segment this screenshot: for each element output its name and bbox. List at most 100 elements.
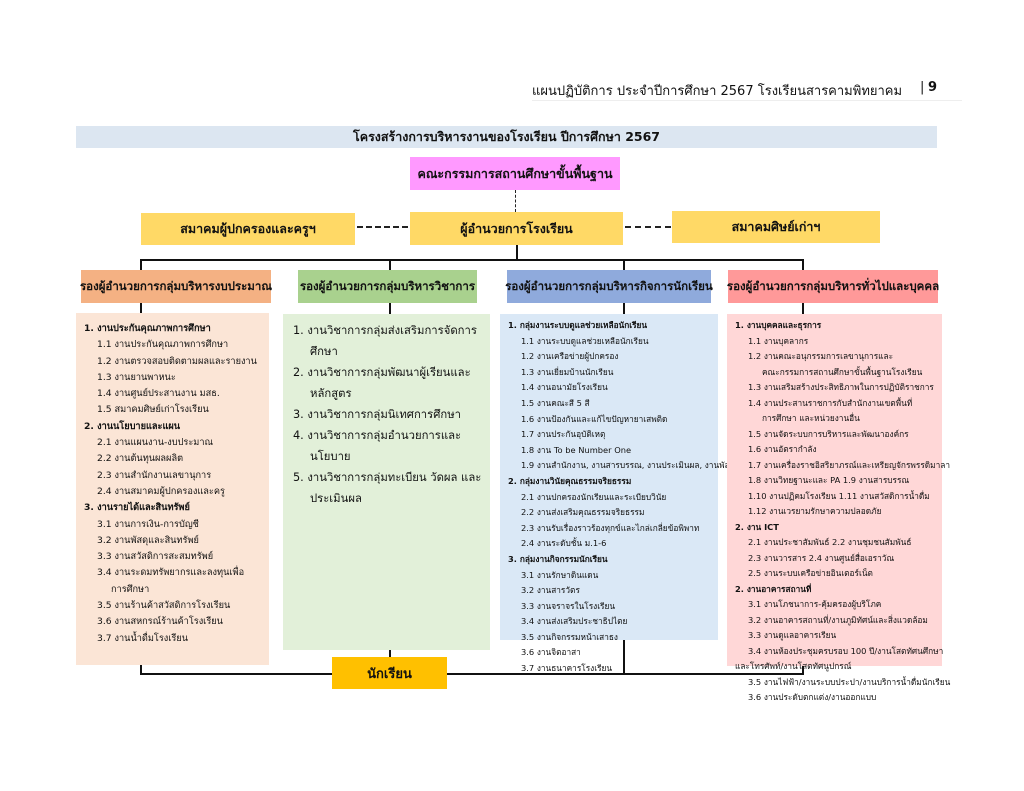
task-item: 1.9 งานสำนักงาน, งานสารบรรณ, งานประเมินผ… bbox=[521, 460, 736, 471]
task-item: 1.1 งานระบบดูแลช่วยเหลือนักเรียน bbox=[521, 335, 649, 346]
connector-student-bottom bbox=[623, 640, 625, 674]
connector-academic-bottom bbox=[389, 650, 391, 658]
task-item: 1.7 งานเครื่องราชอิสริยาภรณ์และเหรียญจัก… bbox=[748, 459, 951, 470]
task-item: 3.2 งานพัสดุและสินทรัพย์ bbox=[97, 534, 199, 546]
connector-top-horizontal bbox=[140, 259, 803, 261]
director-box: ผู้อำนวยการโรงเรียน bbox=[410, 212, 623, 245]
task-item: 1.8 งานวิทยฐานะและ PA 1.9 งานสารบรรณ bbox=[748, 475, 910, 485]
students-box: นักเรียน bbox=[332, 657, 447, 689]
page-header-title: แผนปฏิบัติการ ประจำปีการศึกษา 2567 โรงเร… bbox=[532, 84, 903, 99]
task-item: 1.2 งานเครือข่ายผู้ปกครอง bbox=[521, 351, 619, 362]
task-item: 2.2 งานต้นทุนผลผลิต bbox=[97, 453, 184, 465]
task-item: 1.1 งานบุคลากร bbox=[748, 335, 809, 346]
task-item: 3.2 งานสารวัตร bbox=[521, 585, 580, 596]
task-item: 1.3 งานยานพาหนะ bbox=[97, 371, 176, 383]
task-item: 3.5 งานไฟฟ้า/งานระบบประปา/งานบริการน้ำดื… bbox=[748, 676, 951, 687]
dept-panel-academic: 1. งานวิชาการกลุ่มส่งเสริมการจัดการศึกษา… bbox=[283, 314, 490, 650]
task-item: 3. งานวิชาการกลุ่มนิเทศการศึกษา bbox=[293, 408, 462, 421]
task-group-heading: 2. งาน ICT bbox=[735, 521, 779, 532]
task-item: 3.6 งานสหกรณ์ร้านค้าโรงเรียน bbox=[97, 616, 223, 628]
connector-budget-bottom bbox=[140, 665, 142, 674]
task-item: 2.1 งานประชาสัมพันธ์ 2.2 งานชุมชนสัมพันธ… bbox=[748, 537, 912, 547]
dashed-connector-director-alumni bbox=[625, 226, 671, 228]
task-group-heading: 1. งานบุคคลและธุรการ bbox=[735, 320, 822, 330]
task-group-heading: 3. กลุ่มงานกิจกรรมนักเรียน bbox=[508, 553, 608, 564]
task-item: 3.6 งานประดับตกแต่ง/งานออกแบบ bbox=[748, 692, 877, 702]
page-number: 9 bbox=[928, 80, 938, 95]
task-item: 2. งานวิชาการกลุ่มพัฒนาผู้เรียนและ bbox=[293, 366, 471, 379]
task-item: 3.5 งานกิจกรรมหน้าเสาธง bbox=[521, 631, 618, 642]
task-item: 3.6 งานจิตอาสา bbox=[521, 647, 581, 658]
task-item: 1. งานวิชาการกลุ่มส่งเสริมการจัดการ bbox=[293, 324, 477, 337]
connector-academic-panel bbox=[389, 303, 391, 314]
task-item: การศึกษา และหน่วยงานอื่น bbox=[762, 413, 860, 423]
task-item: หลักสูตร bbox=[310, 387, 352, 400]
task-item: 3.1 งานการเงิน-การบัญชี bbox=[97, 518, 199, 530]
task-item: 1.5 สมาคมศิษย์เก่าโรงเรียน bbox=[97, 404, 209, 416]
header-rule bbox=[532, 100, 962, 101]
task-item: 3.7 งานธนาคารโรงเรียน bbox=[521, 663, 613, 674]
task-group-heading: 1. กลุ่มงานระบบดูแลช่วยเหลือนักเรียน bbox=[508, 320, 648, 330]
dashed-connector-parents-director bbox=[357, 226, 408, 228]
task-item: การศึกษา bbox=[111, 583, 150, 595]
connector-to-budget bbox=[140, 259, 142, 271]
dashed-connector-committee-director bbox=[515, 190, 516, 212]
task-item: 1.3 งานเสริมสร้างประสิทธิภาพในการปฏิบัติ… bbox=[748, 382, 934, 392]
task-item: 1.6 งานอัตรากำลัง bbox=[748, 444, 817, 454]
task-item: ประเมินผล bbox=[310, 492, 362, 505]
task-item: 3.1 งานรักษาดินแดน bbox=[521, 569, 599, 580]
task-group-heading: 3. งานรายได้และสินทรัพย์ bbox=[84, 502, 190, 514]
task-item: 2.1 งานปกครองนักเรียนและระเบียบวินัย bbox=[521, 491, 667, 502]
task-item: 1.1 งานประกันคุณภาพการศึกษา bbox=[97, 339, 229, 351]
task-item: 2.3 งานวารสาร 2.4 งานศูนย์สื่อเอราวัณ bbox=[748, 552, 895, 563]
task-item: 2.4 งานระดับชั้น ม.1-6 bbox=[521, 538, 607, 549]
dept-head-academic: รองผู้อำนวยการกลุ่มบริหารวิชาการ bbox=[298, 270, 477, 303]
task-item: 5. งานวิชาการกลุ่มทะเบียน วัดผล และ bbox=[293, 471, 482, 484]
task-item: 1.4 งานอนามัยโรงเรียน bbox=[521, 382, 608, 393]
task-item: 3.4 งานส่งเสริมประชาธิปไตย bbox=[521, 616, 628, 627]
task-item: 3.3 งานสวัสดิการสะสมทรัพย์ bbox=[97, 551, 214, 563]
task-item: 1.7 งานประกันอุบัติเหตุ bbox=[521, 429, 606, 440]
task-item: 3.4 งานระดมทรัพยากรและลงทุนเพื่อ bbox=[97, 567, 245, 579]
task-item: ศึกษา bbox=[310, 345, 338, 358]
connector-student-panel bbox=[623, 303, 625, 314]
connector-bottom-horizontal bbox=[140, 673, 804, 675]
connector-general-panel bbox=[802, 303, 804, 314]
task-item: 1.4 งานศูนย์ประสานงาน มสธ. bbox=[97, 388, 220, 400]
task-item: 3.3 งานดูแลอาคารเรียน bbox=[748, 630, 837, 640]
task-item: 2.2 งานส่งเสริมคุณธรรมจริยธรรม bbox=[521, 507, 645, 518]
page-header-separator: | bbox=[920, 80, 925, 95]
task-item: และโทรศัพท์/งานโสตทัศนูปกรณ์ bbox=[735, 661, 852, 671]
task-item: คณะกรรมการสถานศึกษาขั้นพื้นฐานโรงเรียน bbox=[762, 366, 923, 377]
dept-head-student-affairs: รองผู้อำนวยการกลุ่มบริหารกิจการนักเรียน bbox=[505, 270, 713, 303]
connector-general-bottom bbox=[802, 666, 804, 674]
committee-box: คณะกรรมการสถานศึกษาขั้นพื้นฐาน bbox=[410, 157, 620, 190]
connector-budget-panel bbox=[140, 303, 142, 313]
dept-panel-general-personnel: 1. งานบุคคลและธุรการ 1.1 งานบุคลากร 1.2 งา… bbox=[727, 314, 951, 702]
task-item: 4. งานวิชาการกลุ่มอำนวยการและ bbox=[293, 429, 462, 442]
task-item: 1.2 งานคณะอนุกรรมการเลขานุการและ bbox=[748, 351, 894, 361]
task-item: 3.2 งานอาคารสถานที่/งานภูมิทัศน์และสิ่งแ… bbox=[748, 614, 928, 625]
task-group-heading: 2. งานอาคารสถานที่ bbox=[735, 583, 812, 594]
connector-to-academic bbox=[389, 259, 391, 271]
task-item: 1.4 งานประสานราชการกับสำนักงานเขตพื้นที่ bbox=[748, 397, 913, 408]
task-item: 1.12 งานเวรยามรักษาความปลอดภัย bbox=[748, 506, 882, 516]
task-item: 1.3 งานเยี่ยมบ้านนักเรียน bbox=[521, 366, 614, 377]
dept-head-budget: รองผู้อำนวยการกลุ่มบริหารงบประมาณ bbox=[80, 270, 272, 303]
task-item: 1.5 งานคณะสี 5 สี bbox=[521, 397, 590, 408]
alumni-association-box: สมาคมศิษย์เก่าฯ bbox=[672, 211, 880, 243]
connector-to-general bbox=[802, 259, 804, 271]
dept-head-general-personnel: รองผู้อำนวยการกลุ่มบริหารทั่วไปและบุคคล bbox=[727, 270, 939, 303]
task-item: 1.8 งาน To be Number One bbox=[521, 444, 632, 455]
task-item: 1.5 งานจัดระบบการบริหารและพัฒนาองค์กร bbox=[748, 428, 909, 439]
task-item: 3.7 งานน้ำดื่มโรงเรียน bbox=[97, 632, 189, 644]
task-item: 1.2 งานตรวจสอบติดตามผลและรายงาน bbox=[97, 355, 257, 367]
task-item: 2.5 งานระบบเครือข่ายอินเตอร์เน็ต bbox=[748, 568, 873, 578]
task-item: 2.3 งานรับเรื่องราวร้องทุกข์และไกล่เกลี่… bbox=[521, 522, 700, 533]
task-item: 2.4 งานสมาคมผู้ปกครองและครู bbox=[97, 485, 225, 497]
task-item: 2.3 งานสำนักงานเลขานุการ bbox=[97, 469, 212, 481]
task-group-heading: 2. กลุ่มงานวินัยคุณธรรมจริยธรรม bbox=[508, 475, 632, 486]
task-item: นโยบาย bbox=[310, 450, 351, 463]
task-group-heading: 2. งานนโยบายและแผน bbox=[84, 420, 181, 432]
